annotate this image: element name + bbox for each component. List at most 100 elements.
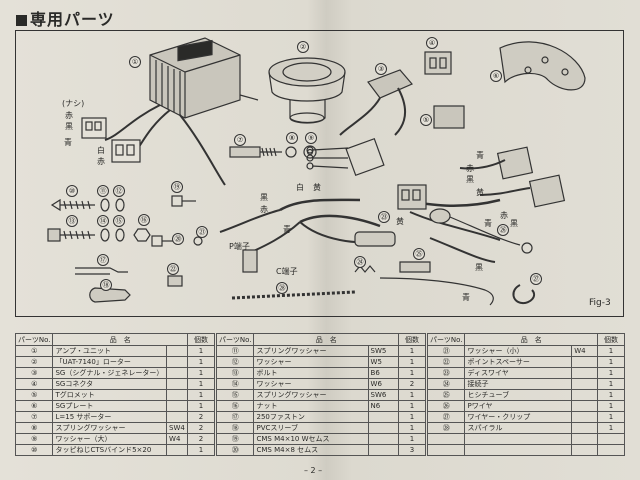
spec-cell: W4	[571, 345, 598, 357]
part-no-cell: ⑯	[215, 400, 255, 412]
spec-cell	[166, 367, 188, 379]
wire-label-yellow-3: 黄	[396, 217, 404, 226]
wire-label-c-terminal: C端子	[276, 267, 298, 276]
spec-cell: W4	[166, 433, 188, 445]
header-part-no: パーツNo.	[426, 333, 466, 346]
nut-drawing	[133, 228, 151, 242]
callout-24: ㉔	[354, 256, 366, 268]
wire-label-yellow-2: 黄	[476, 188, 484, 197]
qty-cell: 1	[597, 389, 625, 401]
shrink-tube-drawing	[399, 261, 431, 273]
qty-cell: 1	[398, 356, 426, 368]
qty-cell: 1	[398, 400, 426, 412]
amp-unit-drawing	[81, 37, 259, 186]
spec-cell	[571, 400, 598, 412]
part-no-cell: ③	[14, 367, 54, 379]
name-cell: 「UAT-7140」ローター	[52, 356, 168, 368]
callout-12: ⑫	[113, 185, 125, 197]
table-row	[426, 444, 625, 456]
callout-17: ⑰	[97, 254, 109, 266]
part-no-cell: ㉔	[426, 378, 466, 390]
spec-cell	[166, 345, 188, 357]
name-cell: ボルト	[253, 367, 369, 379]
spec-cell: N6	[367, 400, 400, 412]
wire-label-black-2: 黒	[260, 193, 268, 202]
table-row	[426, 433, 625, 445]
name-cell: タッピねじCTSバインド5×20	[52, 444, 168, 456]
callout-19: ⑲	[171, 181, 183, 193]
title-square-mark	[16, 15, 27, 26]
name-cell: ワッシャー	[253, 356, 369, 368]
supporter-drawing	[229, 146, 282, 158]
spec-cell: SW5	[367, 345, 400, 357]
pvc-sleeve-drawing	[89, 287, 131, 303]
name-cell: アンプ・ユニット	[52, 345, 168, 357]
callout-9: ⑨	[305, 132, 317, 144]
part-no-cell: ⑭	[215, 378, 255, 390]
name-cell	[464, 444, 573, 456]
spec-cell	[571, 433, 598, 445]
signal-generator-drawing	[306, 69, 413, 177]
qty-cell: 2	[187, 433, 215, 445]
spec-cell	[367, 444, 400, 456]
callout-1: ①	[129, 56, 141, 68]
bolt-drawing	[47, 228, 61, 242]
wire-label-red-4: 赤	[466, 164, 474, 173]
spec-cell: W6	[367, 378, 400, 390]
callout-5: ⑤	[420, 114, 432, 126]
part-no-cell: ⑰	[215, 411, 255, 423]
part-no-cell: ①	[14, 345, 54, 357]
name-cell: Tグロメット	[52, 389, 168, 401]
wire-clip-drawing	[512, 284, 536, 305]
spec-cell	[166, 389, 188, 401]
header-name: 品 名	[253, 333, 399, 346]
part-no-cell: ⑬	[215, 367, 255, 379]
wire-label-black-4: 黒	[510, 219, 518, 228]
qty-cell: 1	[398, 389, 426, 401]
name-cell: Pワイヤ	[464, 400, 573, 412]
wire-label-black-5: 黒	[475, 263, 483, 272]
wire-label-blue-4: 青	[484, 219, 492, 228]
cms-screw-drawing	[171, 195, 183, 207]
figure-frame	[15, 30, 624, 317]
part-no-cell: ㉓	[426, 367, 466, 379]
qty-cell: 1	[597, 356, 625, 368]
spec-cell: SW6	[367, 389, 400, 401]
wire-label-red-3: 赤	[260, 205, 268, 214]
part-no-cell: ②	[14, 356, 54, 368]
part-no-cell: ⑳	[215, 444, 255, 456]
callout-26: ㉖	[497, 224, 509, 236]
qty-cell: 1	[398, 433, 426, 445]
qty-cell: 1	[187, 400, 215, 412]
part-no-cell: ⑪	[215, 345, 255, 357]
name-cell: ナット	[253, 400, 369, 412]
name-cell: スプリングワッシャー	[52, 422, 168, 434]
part-no-cell	[426, 433, 466, 445]
qty-cell	[597, 444, 625, 456]
qty-cell: 1	[187, 389, 215, 401]
callout-2: ②	[297, 41, 309, 53]
wire-label-black-3: 黒	[466, 175, 474, 184]
qty-cell: 2	[187, 422, 215, 434]
spec-cell	[367, 411, 400, 423]
callout-20: ⑳	[172, 233, 184, 245]
wire-label-red-5: 赤	[500, 211, 508, 220]
wire-label-white: 白	[97, 146, 105, 155]
qty-cell: 1	[597, 378, 625, 390]
part-no-cell: ⑧	[14, 422, 54, 434]
callout-25: ㉕	[413, 248, 425, 260]
qty-cell: 1	[187, 378, 215, 390]
